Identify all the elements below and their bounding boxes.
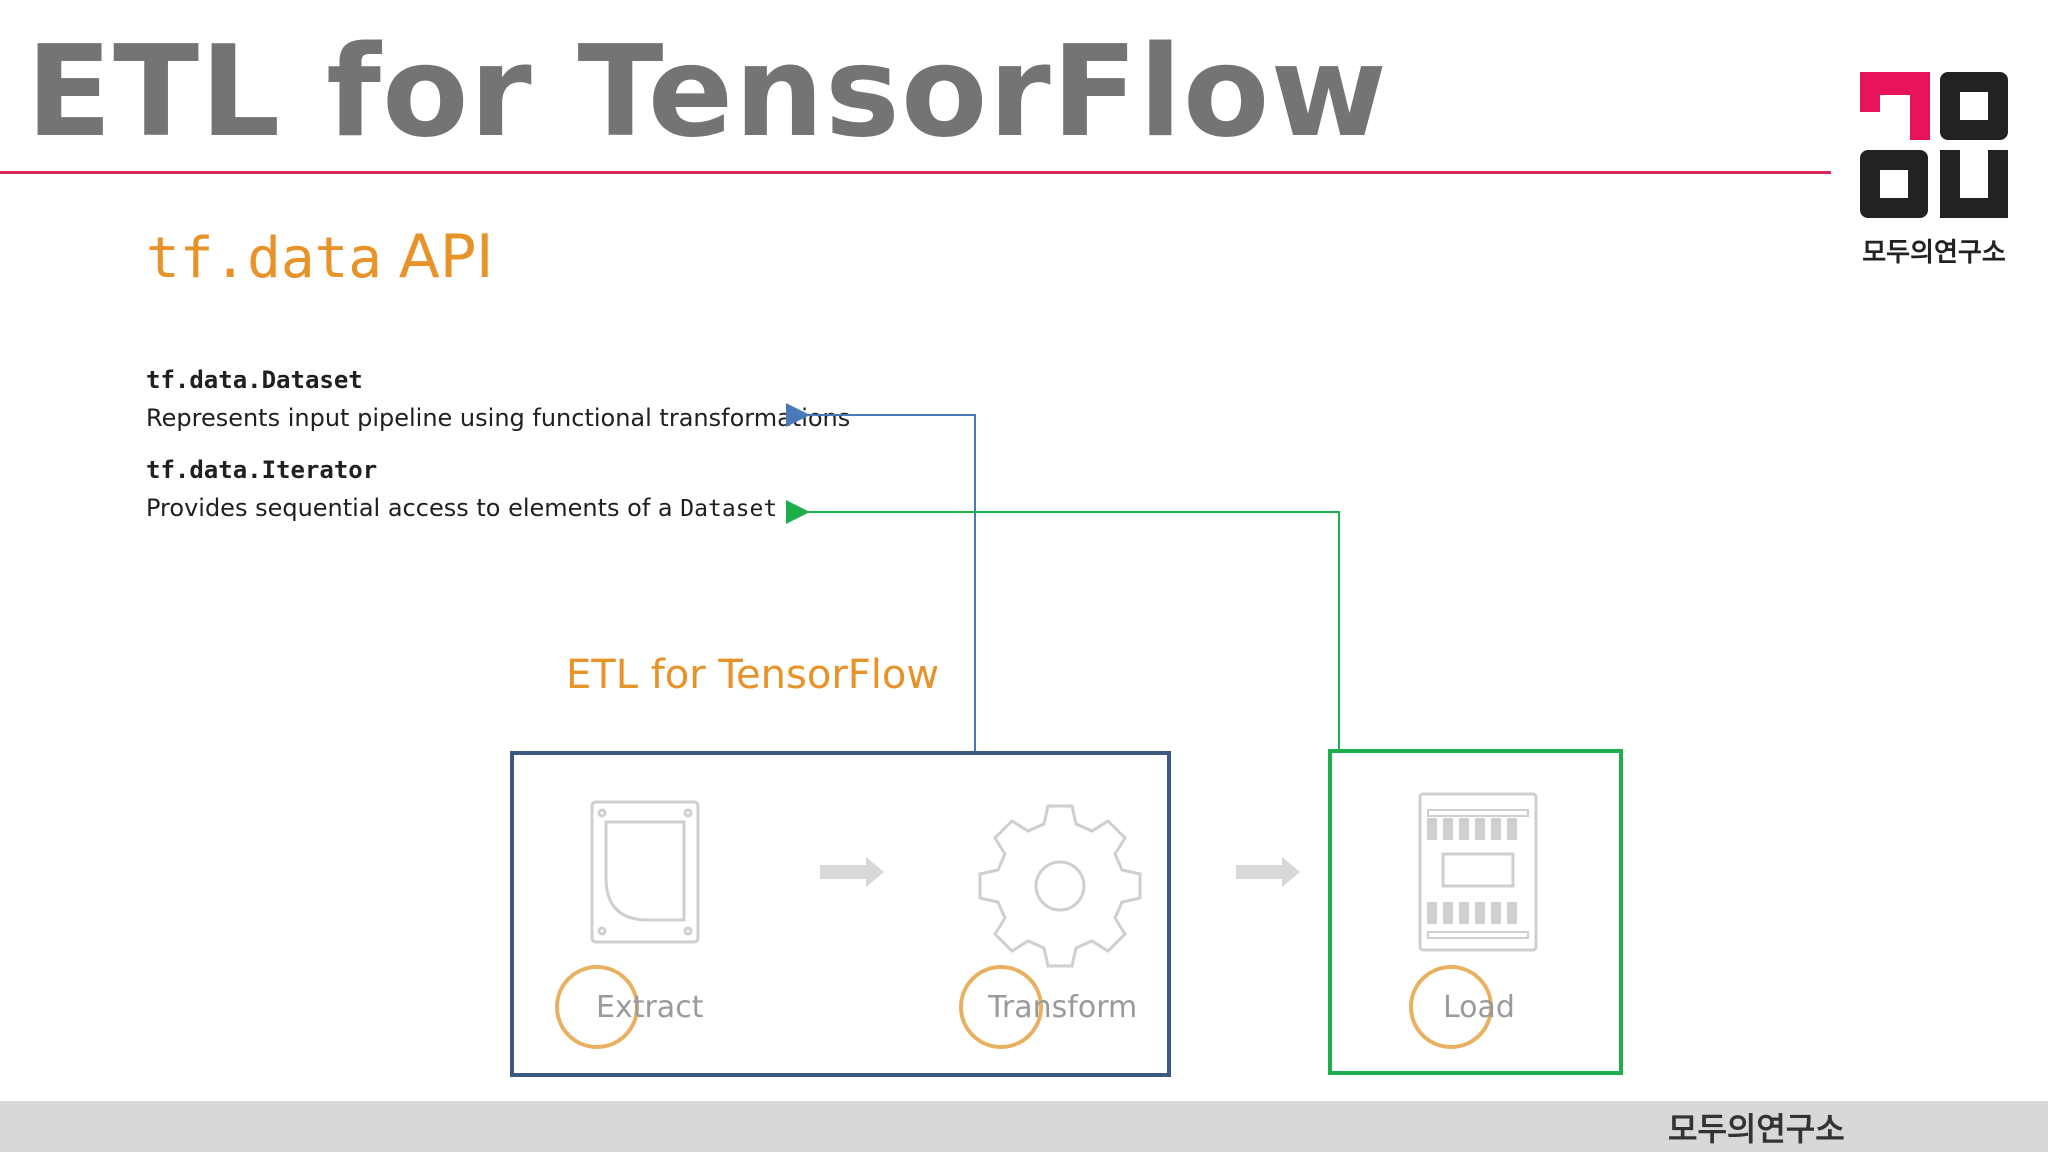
logo-mark — [1860, 72, 2008, 218]
gear-icon — [978, 804, 1142, 968]
extract-transform-box — [510, 751, 1171, 1077]
load-box — [1328, 749, 1623, 1075]
highlight-circle — [1409, 965, 1493, 1049]
footer-text: 모두의연구소 — [1668, 1110, 1845, 1148]
diagram-title: ETL for TensorFlow — [566, 652, 940, 698]
footer-bar — [0, 1101, 2048, 1152]
dataset-connector-arrow — [786, 403, 976, 752]
api-name-iterator: tf.data.Iterator — [146, 456, 378, 484]
page-title: ETL for TensorFlow — [26, 18, 1388, 165]
logo-text: 모두의연구소 — [1862, 238, 2006, 268]
pipeline-arrow-icon — [820, 857, 884, 887]
api-desc-iterator: Provides sequential access to elements o… — [146, 494, 777, 522]
api-name-dataset: tf.data.Dataset — [146, 366, 363, 394]
api-desc-iterator-code: Dataset — [680, 496, 778, 522]
stage-label-transform: Transform — [988, 990, 1138, 1025]
iterator-connector-arrow — [786, 500, 1340, 750]
highlight-circle — [959, 965, 1043, 1049]
title-divider — [0, 171, 1831, 174]
stage-label-extract: Extract — [596, 990, 704, 1025]
api-desc-dataset: Represents input pipeline using function… — [146, 404, 851, 432]
subtitle-text: API — [398, 222, 494, 292]
stage-label-load: Load — [1443, 990, 1515, 1025]
memory-chip-icon — [1418, 792, 1538, 952]
api-desc-iterator-text: Provides sequential access to elements o… — [146, 494, 673, 522]
section-subtitle: tf.data API — [146, 222, 494, 292]
subtitle-code: tf.data — [146, 226, 383, 291]
disk-icon — [590, 800, 700, 944]
highlight-circle — [555, 965, 639, 1049]
pipeline-arrow-icon — [1236, 857, 1300, 887]
